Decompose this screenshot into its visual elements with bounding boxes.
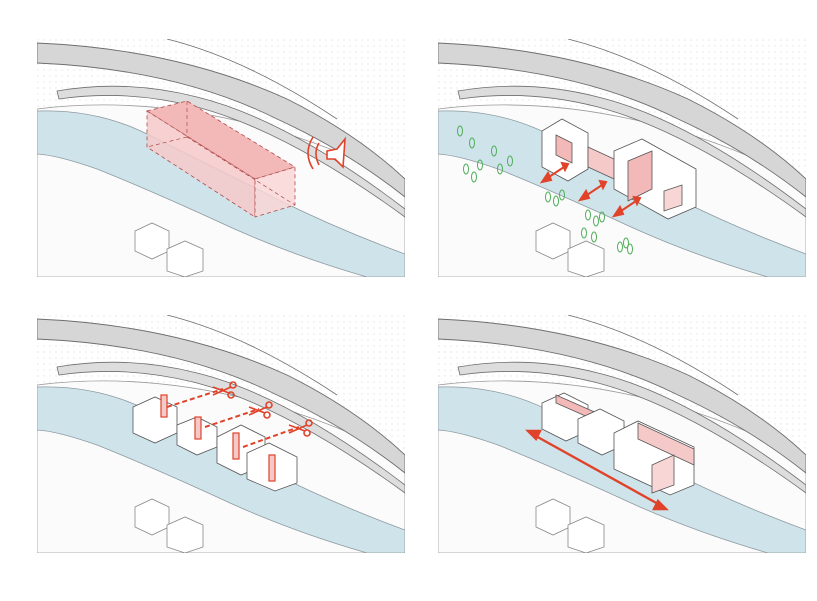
diagram-panel-river-frontage [438, 315, 806, 553]
road-edge [567, 39, 739, 120]
panel-2-drawing [438, 39, 806, 277]
road-edge [166, 39, 338, 120]
road-ramp [457, 361, 806, 494]
road-edge [166, 315, 338, 396]
road-ramp [457, 85, 806, 218]
cut-lines [166, 388, 300, 448]
diagram-panel-greenery [438, 39, 806, 277]
highway [37, 318, 405, 474]
road-ramp [56, 361, 405, 494]
diagram-panel-cut-volume [37, 315, 405, 553]
house [134, 222, 170, 260]
massing-volume [145, 100, 296, 218]
road-ramp [56, 85, 405, 218]
highway [37, 42, 405, 198]
house [535, 498, 571, 536]
tree-icon [457, 125, 633, 255]
house [567, 240, 605, 277]
house [535, 222, 571, 260]
diagram-panel-noise-buffer [37, 39, 405, 277]
panel-3-drawing [37, 315, 405, 553]
building-cluster [541, 392, 695, 496]
house [166, 516, 204, 553]
road-edge [567, 315, 739, 396]
highway [438, 42, 806, 198]
highway [438, 318, 806, 474]
house [134, 498, 170, 536]
panel-4-drawing [438, 315, 806, 553]
double-arrow-icon [525, 429, 669, 511]
scissors-icon [212, 381, 313, 437]
house [567, 516, 605, 553]
house [166, 240, 204, 277]
speaker-icon [307, 136, 346, 170]
opening-arrows [539, 161, 642, 218]
panel-1-drawing [37, 39, 405, 277]
